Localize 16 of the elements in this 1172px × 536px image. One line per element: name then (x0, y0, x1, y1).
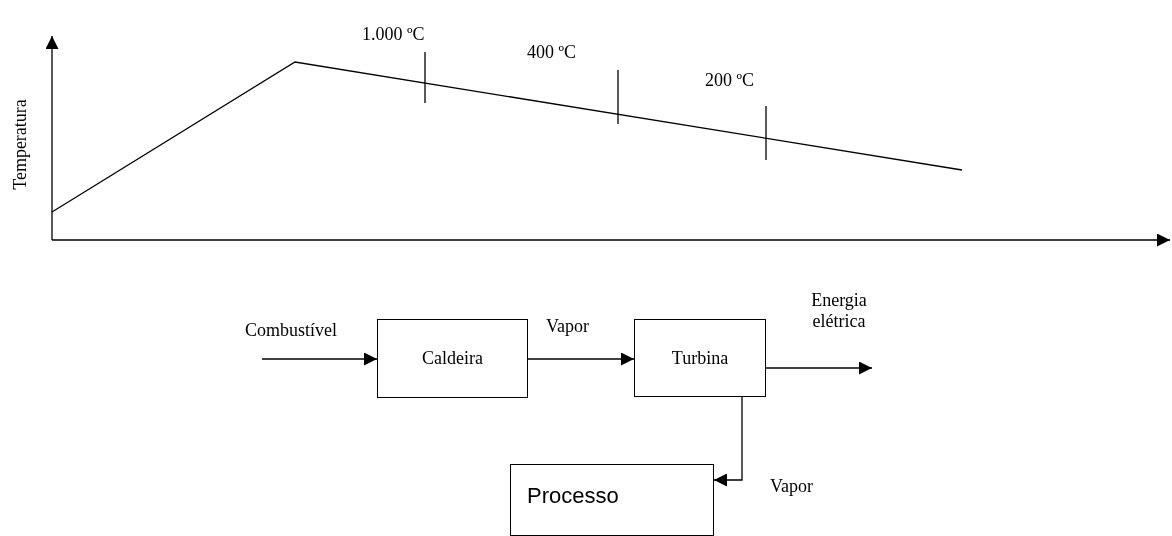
edge-label: Vapor (770, 476, 813, 497)
box-label: Caldeira (422, 348, 483, 369)
box-label: Processo (527, 483, 619, 509)
arrow (527, 352, 635, 366)
temperature-label: 400 ºC (527, 42, 577, 63)
temperature-label: 200 ºC (705, 70, 755, 91)
arrow (713, 396, 743, 487)
process-box (634, 319, 766, 397)
process-box (510, 464, 714, 536)
axis-label: Temperatura (9, 98, 31, 192)
process-box (377, 319, 528, 398)
edge-label: Vapor (546, 316, 589, 337)
box-label: Turbina (671, 347, 729, 369)
arrow (765, 361, 873, 375)
arrow (261, 352, 378, 366)
temperature-label: 1.000 ºC (362, 24, 425, 45)
